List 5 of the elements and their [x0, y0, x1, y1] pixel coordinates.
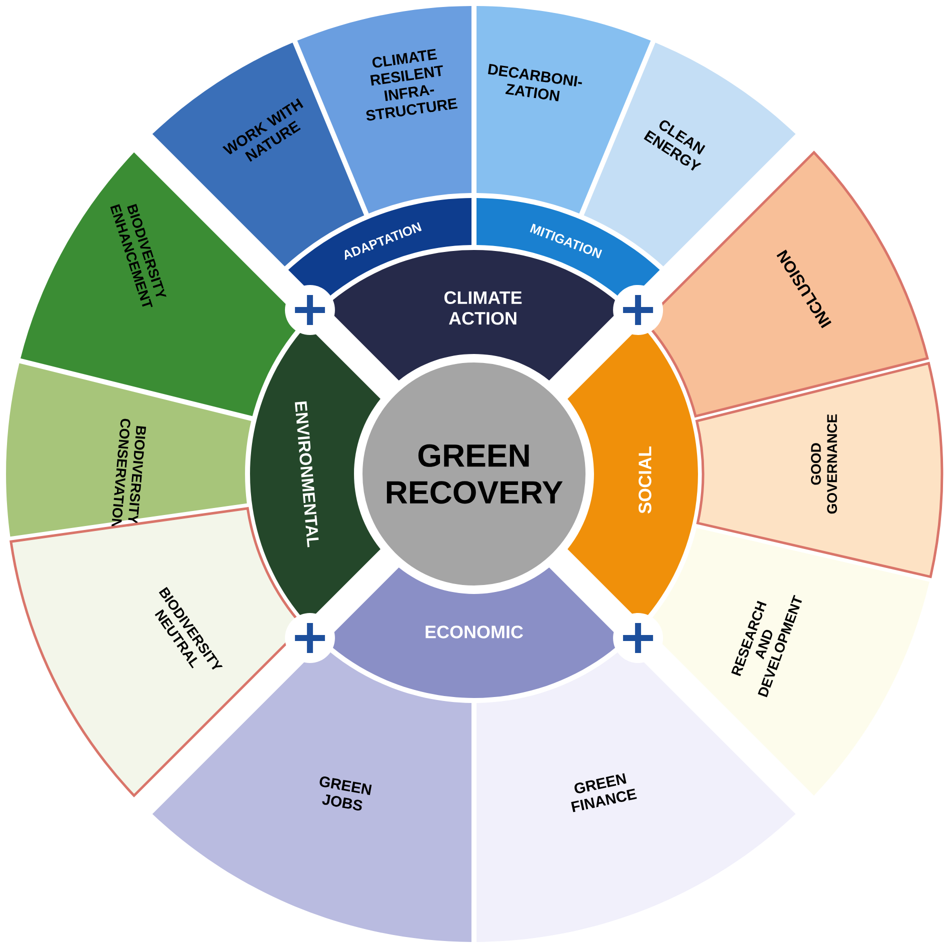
ring-segment: ECONOMIC — [325, 568, 623, 698]
ring-segment: ENVIRONMENTAL — [250, 325, 380, 623]
ring-segment: BIODIVERSITY CONSERVATION — [6, 363, 252, 537]
ring-segment: GOOD GOVERNANCE — [696, 362, 944, 578]
ring-segment: SOCIAL — [568, 325, 698, 623]
